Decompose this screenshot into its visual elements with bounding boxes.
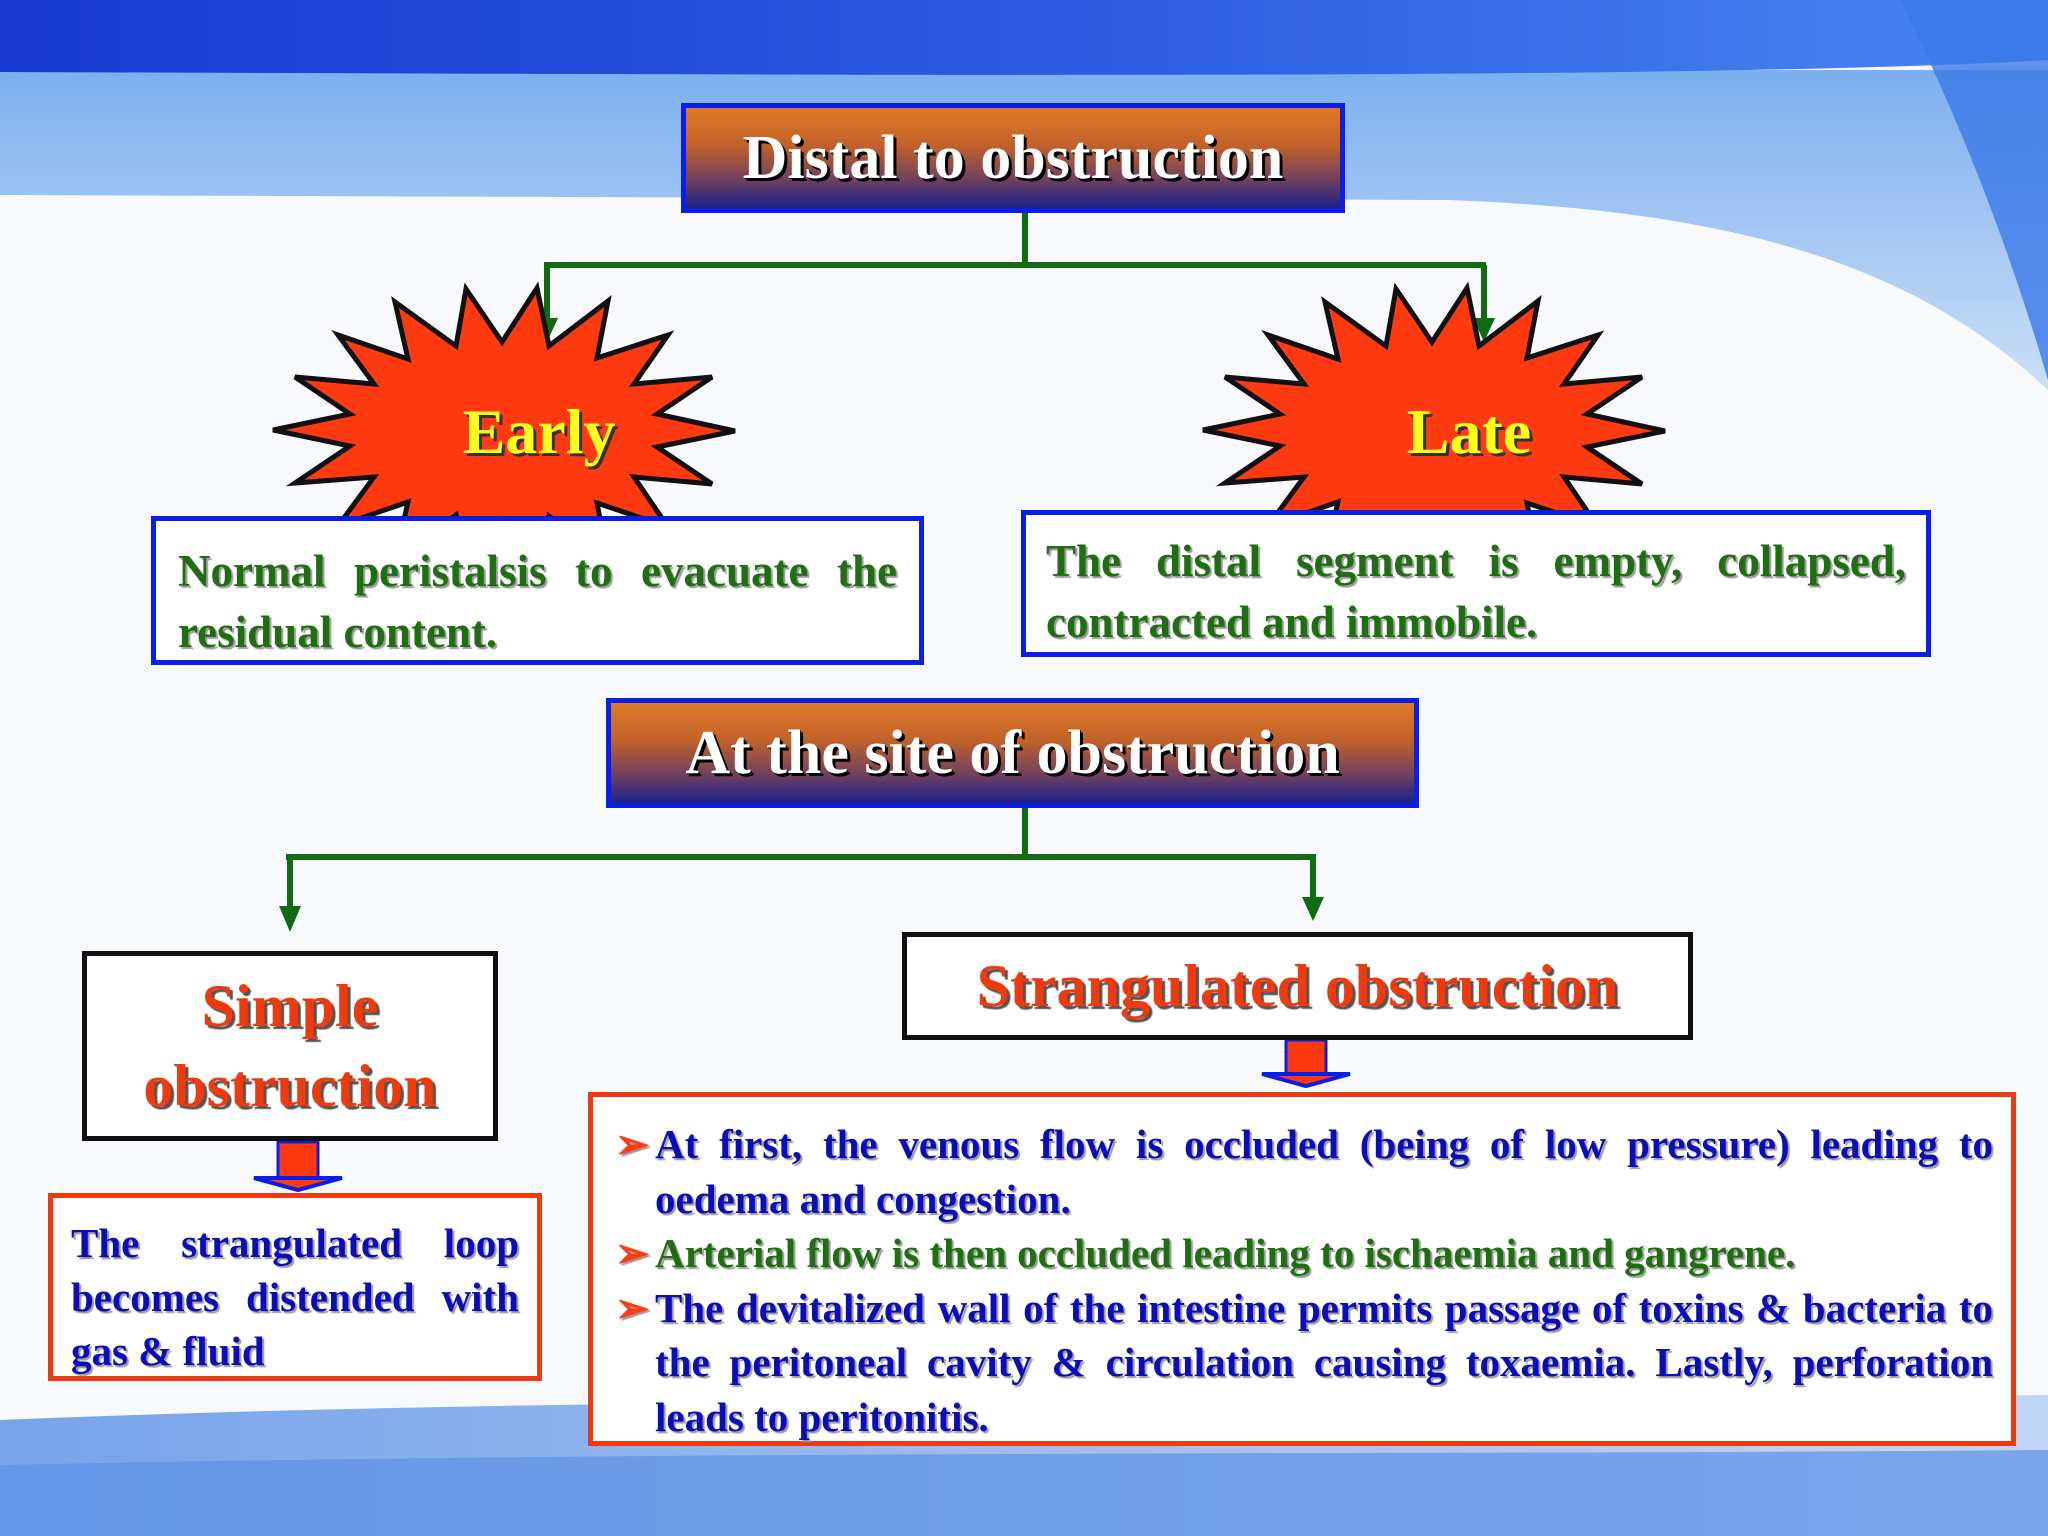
simple-description-box: The strangulated loop becomes distended …: [48, 1193, 542, 1381]
bullet-text: The devitalized wall of the intestine pe…: [655, 1284, 1993, 1440]
strangulated-bullet: ➢ At first, the venous flow is occluded …: [615, 1117, 1993, 1226]
strangulated-bullets-box: ➢ At first, the venous flow is occluded …: [588, 1092, 2016, 1446]
simple-heading-box: Simple obstruction: [82, 951, 498, 1141]
simple-heading: Simple obstruction: [143, 973, 437, 1119]
strangulated-bullet: ➢ The devitalized wall of the intestine …: [615, 1281, 1993, 1445]
bullet-text: At first, the venous flow is occluded (b…: [655, 1121, 1993, 1222]
strangulated-arrowhead: [1302, 897, 1324, 921]
bullet-arrow-icon: ➢: [615, 1121, 650, 1167]
site-title-box: At the site of obstruction: [606, 698, 1419, 808]
late-description: The distal segment is empty, collapsed, …: [1046, 536, 1906, 647]
distal-title-box: Distal to obstruction: [681, 103, 1345, 213]
strangulated-heading-box: Strangulated obstruction: [902, 932, 1693, 1040]
site-title: At the site of obstruction: [685, 718, 1340, 787]
distal-title: Distal to obstruction: [742, 123, 1284, 192]
late-label: Late: [1406, 396, 1532, 467]
simple-arrowhead: [279, 906, 301, 932]
simple-block-arrow: [253, 1140, 343, 1193]
strangulated-heading: Strangulated obstruction: [976, 952, 1619, 1019]
simple-description: The strangulated loop becomes distended …: [71, 1220, 519, 1374]
strangulated-block-arrow: [1261, 1038, 1351, 1089]
early-description: Normal peristalsis to evacuate the resid…: [178, 546, 897, 657]
bullet-arrow-icon: ➢: [615, 1284, 650, 1331]
late-description-box: The distal segment is empty, collapsed, …: [1021, 510, 1931, 657]
bullet-arrow-icon: ➢: [615, 1230, 650, 1276]
bullet-text: Arterial flow is then occluded leading t…: [655, 1230, 1796, 1276]
early-description-box: Normal peristalsis to evacuate the resid…: [151, 516, 924, 665]
early-label: Early: [462, 396, 616, 467]
late-arrowhead: [1473, 318, 1495, 342]
strangulated-bullet: ➢ Arterial flow is then occluded leading…: [615, 1226, 1993, 1281]
